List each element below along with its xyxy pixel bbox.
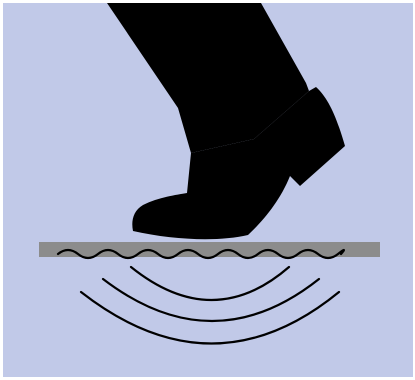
floor-slab <box>39 242 380 257</box>
footstep-illustration <box>3 3 413 377</box>
